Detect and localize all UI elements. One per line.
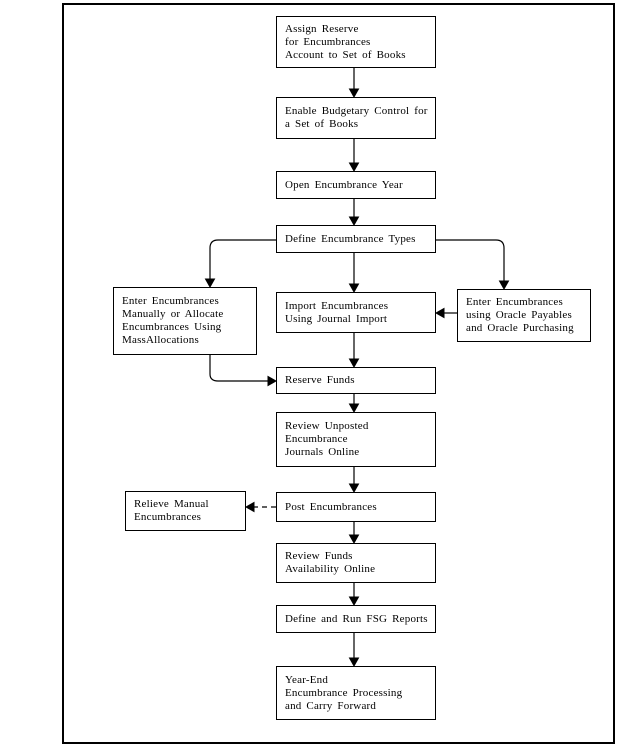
- node-year-end-processing-label: Year-End Encumbrance Processing and Carr…: [285, 673, 403, 712]
- node-open-encumbrance-year: Open Encumbrance Year: [276, 171, 436, 199]
- node-enable-budgetary-control-label: Enable Budgetary Control for a Set of Bo…: [285, 105, 428, 130]
- node-enable-budgetary-control: Enable Budgetary Control for a Set of Bo…: [276, 97, 436, 139]
- node-define-encumbrance-types: Define Encumbrance Types: [276, 225, 436, 253]
- node-enter-encumbrances-oracle: Enter Encumbrances using Oracle Payables…: [457, 289, 591, 342]
- node-open-encumbrance-year-label: Open Encumbrance Year: [285, 178, 403, 191]
- node-define-encumbrance-types-label: Define Encumbrance Types: [285, 232, 416, 245]
- node-review-unposted-journals: Review Unposted Encumbrance Journals Onl…: [276, 412, 436, 467]
- node-reserve-funds-label: Reserve Funds: [285, 374, 355, 386]
- node-assign-reserve-label: Assign Reserve for Encumbrances Account …: [285, 22, 406, 61]
- node-year-end-processing: Year-End Encumbrance Processing and Carr…: [276, 666, 436, 720]
- node-assign-reserve: Assign Reserve for Encumbrances Account …: [276, 16, 436, 68]
- node-import-encumbrances: Import Encumbrances Using Journal Import: [276, 292, 436, 333]
- node-define-run-fsg-reports-label: Define and Run FSG Reports: [285, 612, 428, 625]
- node-relieve-manual-encumbrances: Relieve Manual Encumbrances: [125, 491, 246, 531]
- node-post-encumbrances: Post Encumbrances: [276, 492, 436, 522]
- node-import-encumbrances-label: Import Encumbrances Using Journal Import: [285, 299, 389, 325]
- node-review-unposted-journals-label: Review Unposted Encumbrance Journals Onl…: [285, 420, 369, 458]
- node-enter-encumbrances-oracle-label: Enter Encumbrances using Oracle Payables…: [466, 296, 574, 334]
- node-review-funds-availability: Review Funds Availability Online: [276, 543, 436, 583]
- node-post-encumbrances-label: Post Encumbrances: [285, 500, 377, 513]
- node-relieve-manual-encumbrances-label: Relieve Manual Encumbrances: [134, 498, 209, 523]
- node-enter-encumbrances-manually: Enter Encumbrances Manually or Allocate …: [113, 287, 257, 355]
- node-review-funds-availability-label: Review Funds Availability Online: [285, 550, 376, 575]
- node-define-run-fsg-reports: Define and Run FSG Reports: [276, 605, 436, 633]
- node-enter-encumbrances-manually-label: Enter Encumbrances Manually or Allocate …: [122, 295, 224, 346]
- node-reserve-funds: Reserve Funds: [276, 367, 436, 394]
